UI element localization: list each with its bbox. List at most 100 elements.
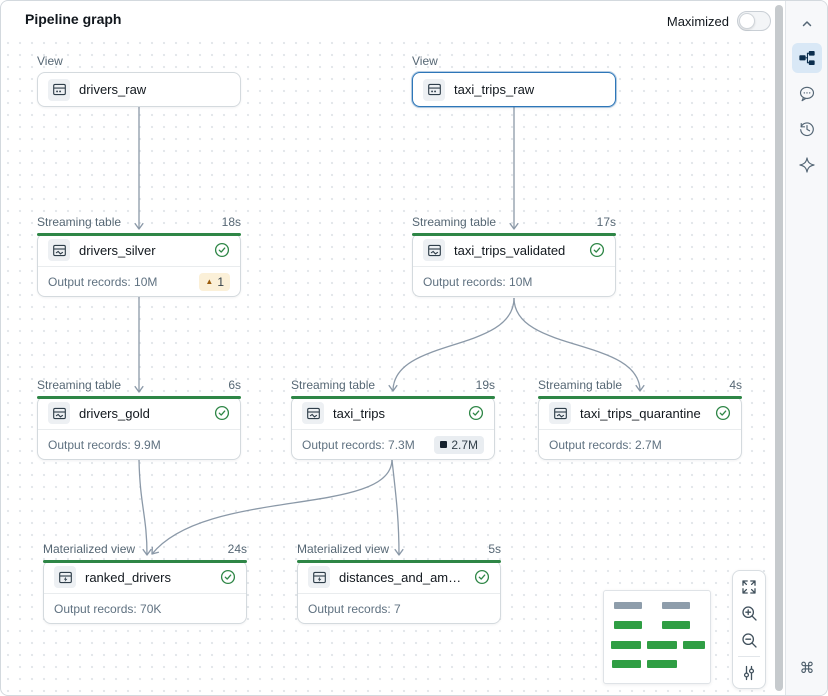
- minimap-node-bar: [683, 641, 705, 649]
- node-name: taxi_trips_validated: [454, 242, 566, 258]
- output-records-label: Output records: 7: [308, 601, 401, 616]
- node-taxi-trips[interactable]: taxi_trips Output records: 7.3M 2.7M: [291, 396, 495, 460]
- success-check-icon: [589, 242, 605, 258]
- node-taxi-trips-raw[interactable]: taxi_trips_raw: [412, 72, 616, 107]
- graph-minimap[interactable]: [603, 590, 711, 684]
- node-distances-and-amounts[interactable]: distances_and_amounts_b... Output record…: [297, 560, 501, 624]
- node-ranked-drivers[interactable]: ranked_drivers Output records: 70K: [43, 560, 247, 624]
- node-group-drivers-silver: Streaming table 18s drivers_silver Outpu…: [37, 215, 241, 297]
- maximized-label: Maximized: [666, 13, 729, 29]
- node-name: ranked_drivers: [85, 569, 171, 585]
- node-name: taxi_trips_quarantine: [580, 405, 701, 421]
- pipeline-graph-tab[interactable]: [792, 43, 822, 73]
- streaming-table-icon: [423, 239, 445, 261]
- node-group-drivers-raw: View drivers_raw: [37, 54, 241, 107]
- node-taxi-trips-quarantine[interactable]: taxi_trips_quarantine Output records: 2.…: [538, 396, 742, 460]
- node-drivers-raw[interactable]: drivers_raw: [37, 72, 241, 107]
- node-kind-label: Streaming table: [538, 378, 623, 392]
- zoom-in-button[interactable]: [732, 600, 766, 627]
- vertical-scrollbar-thumb[interactable]: [775, 5, 783, 691]
- output-records-label: Output records: 2.7M: [549, 437, 662, 452]
- maximized-toggle[interactable]: [737, 11, 771, 31]
- success-check-icon: [715, 405, 731, 421]
- fit-to-screen-button[interactable]: [732, 573, 766, 600]
- zoom-out-button[interactable]: [732, 627, 766, 654]
- command-icon: ⌘: [799, 660, 815, 677]
- node-name: drivers_silver: [79, 242, 156, 258]
- output-records-label: Output records: 10M: [423, 274, 533, 289]
- node-name: taxi_trips: [333, 405, 386, 421]
- node-kind-label: Streaming table: [37, 378, 122, 392]
- node-kind-label: Materialized view: [297, 542, 390, 556]
- controls-divider: [738, 656, 760, 657]
- pipeline-graph-icon: [799, 50, 815, 66]
- toggle-knob: [739, 13, 755, 29]
- expectation-warning-badge[interactable]: ▲1: [199, 272, 230, 291]
- dropped-records-count: 2.7M: [451, 437, 478, 452]
- assistant-tab[interactable]: [792, 150, 822, 180]
- minimap-node-bar: [611, 641, 641, 649]
- node-name: distances_and_amounts_b...: [339, 569, 465, 585]
- node-name: taxi_trips_raw: [454, 82, 535, 97]
- node-kind-label: Streaming table: [412, 215, 497, 229]
- node-name: drivers_gold: [79, 405, 150, 421]
- node-duration: 4s: [729, 378, 742, 392]
- node-drivers-silver[interactable]: drivers_silver Output records: 10M ▲1: [37, 233, 241, 297]
- node-duration: 5s: [488, 542, 501, 556]
- view-table-icon: [423, 78, 445, 101]
- node-duration: 19s: [475, 378, 495, 392]
- view-table-icon: [48, 78, 70, 101]
- node-group-distances-and-amounts: Materialized view 5s distances_and_amoun…: [297, 542, 501, 624]
- minimap-node-bar: [614, 621, 642, 629]
- node-kind-label: Materialized view: [43, 542, 136, 556]
- streaming-table-icon: [302, 402, 324, 424]
- warning-triangle-icon: ▲: [205, 276, 214, 286]
- node-kind-label: View: [412, 54, 438, 68]
- streaming-table-icon: [48, 239, 70, 261]
- node-group-ranked-drivers: Materialized view 24s ranked_drivers Out…: [43, 542, 247, 624]
- node-kind-label: Streaming table: [37, 215, 122, 229]
- node-group-drivers-gold: Streaming table 6s drivers_gold Output r…: [37, 378, 241, 460]
- history-clock-icon: [800, 122, 814, 137]
- success-check-icon: [214, 405, 230, 421]
- node-group-taxi-trips-validated: Streaming table 17s taxi_trips_validated…: [412, 215, 616, 297]
- node-group-taxi-trips: Streaming table 19s taxi_trips Output re…: [291, 378, 495, 460]
- dropped-records-icon: [440, 441, 448, 448]
- success-check-icon: [468, 405, 484, 421]
- streaming-table-icon: [48, 402, 70, 424]
- comments-tab[interactable]: [792, 79, 822, 109]
- chevron-up-icon: [802, 21, 812, 27]
- minimap-node-bar: [662, 602, 690, 609]
- output-records-label: Output records: 9.9M: [48, 437, 161, 452]
- sparkle-icon: [799, 157, 815, 173]
- minimap-node-bar: [612, 660, 641, 668]
- success-check-icon: [474, 569, 490, 585]
- minimap-node-bar: [647, 660, 677, 668]
- comments-icon: [799, 86, 815, 102]
- page-title: Pipeline graph: [25, 11, 122, 27]
- output-records-label: Output records: 10M: [48, 274, 158, 289]
- node-duration: 17s: [596, 215, 616, 229]
- node-taxi-trips-validated[interactable]: taxi_trips_validated Output records: 10M: [412, 233, 616, 297]
- collapse-panel-button[interactable]: [792, 9, 822, 39]
- success-check-icon: [220, 569, 236, 585]
- history-tab[interactable]: [792, 114, 822, 144]
- graph-canvas[interactable]: Pipeline graph Maximized View drivers_ra…: [1, 1, 785, 695]
- streaming-table-icon: [549, 402, 571, 424]
- node-group-taxi-trips-quarantine: Streaming table 4s taxi_trips_quarantine…: [538, 378, 742, 460]
- canvas-controls: [732, 570, 766, 689]
- view-settings-sliders-button[interactable]: [732, 659, 766, 686]
- node-drivers-gold[interactable]: drivers_gold Output records: 9.9M: [37, 396, 241, 460]
- node-group-taxi-trips-raw: View taxi_trips_raw: [412, 54, 616, 107]
- node-kind-label: Streaming table: [291, 378, 376, 392]
- node-duration: 6s: [228, 378, 241, 392]
- warning-count: 1: [217, 274, 224, 289]
- node-kind-label: View: [37, 54, 63, 68]
- dropped-records-badge[interactable]: 2.7M: [434, 435, 484, 454]
- minimap-node-bar: [662, 621, 690, 629]
- output-records-label: Output records: 7.3M: [302, 437, 415, 452]
- minimap-node-bar: [614, 602, 642, 609]
- right-sidebar: ⌘: [785, 1, 827, 695]
- keyboard-shortcuts-button[interactable]: ⌘: [792, 653, 822, 683]
